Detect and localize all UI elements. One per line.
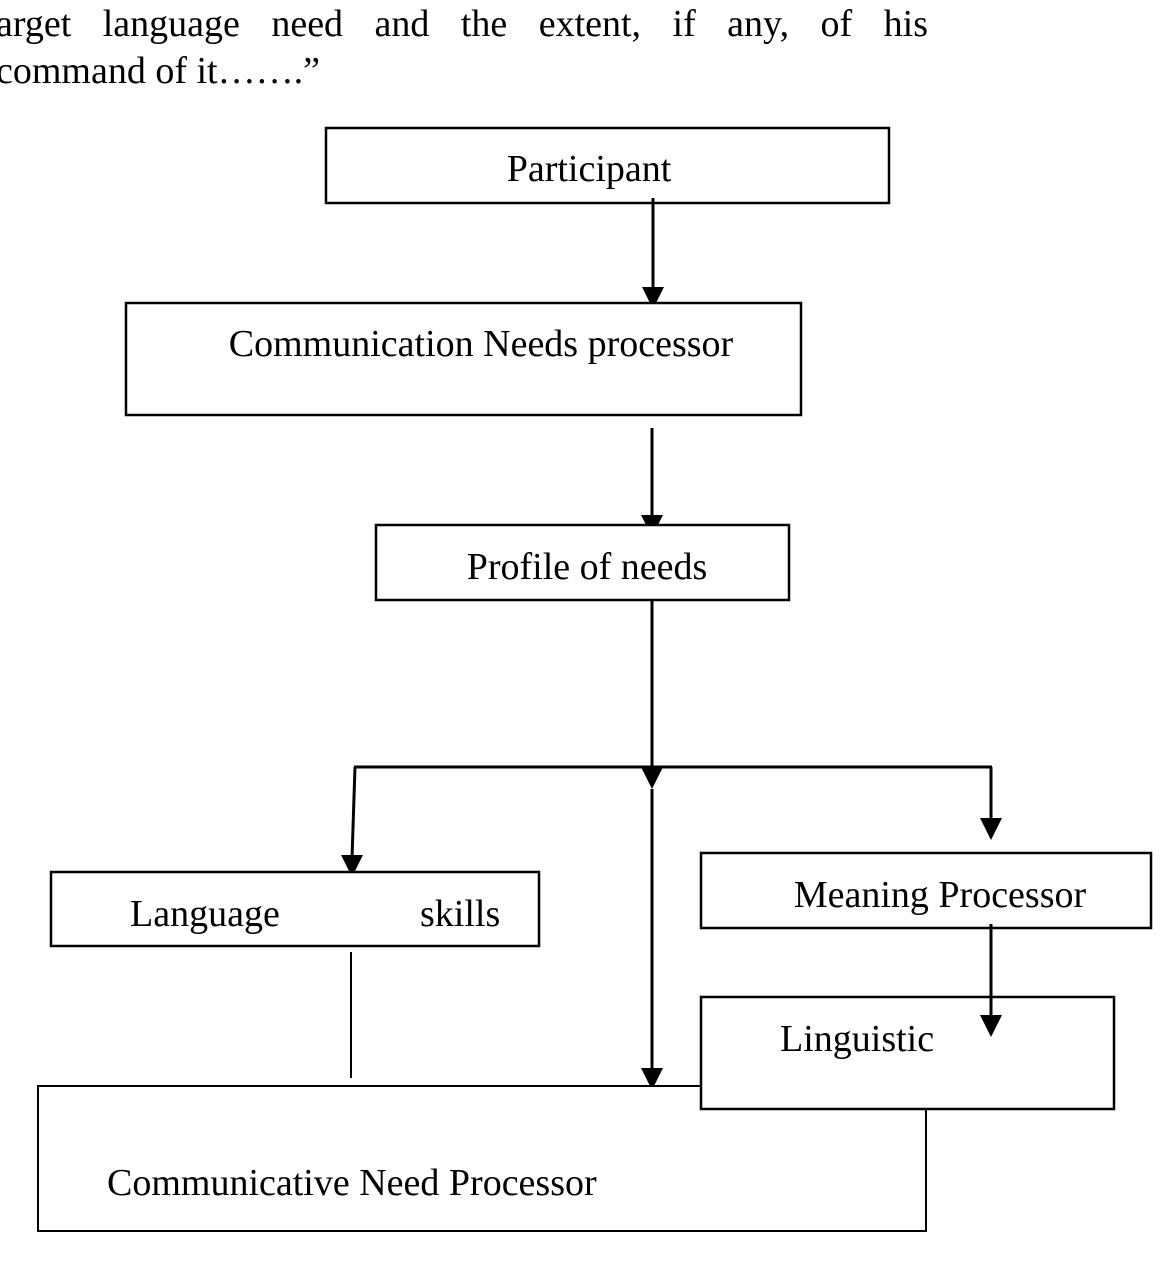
arrowhead-participant-to-cnp bbox=[642, 287, 664, 309]
arrowhead-branch-junction bbox=[641, 767, 663, 789]
communicative-need-processor-label: Communicative Need Processor bbox=[107, 1162, 597, 1204]
participant-label: Participant bbox=[507, 148, 672, 190]
communication-needs-processor-label: Communication Needs processor bbox=[229, 323, 734, 365]
linguistic-label: Linguistic bbox=[780, 1018, 934, 1060]
branch-to-language-skills bbox=[350, 766, 357, 859]
meaning-processor-box bbox=[699, 851, 1153, 930]
arrowhead-to-communicative-need-processor bbox=[641, 1068, 663, 1090]
language-skills-label-left: Language bbox=[130, 893, 280, 935]
language-skills-label-right: skills bbox=[420, 893, 500, 935]
arrowhead-to-meaning-processor bbox=[980, 818, 1002, 840]
communication-needs-processor-box bbox=[124, 301, 803, 417]
paragraph-line-1: arget language need and the extent, if a… bbox=[0, 3, 928, 45]
arrowhead-meaning-to-linguistic bbox=[980, 1015, 1002, 1037]
profile-of-needs-box bbox=[374, 523, 791, 602]
profile-of-needs-label: Profile of needs bbox=[467, 546, 708, 588]
participant-box bbox=[324, 126, 891, 205]
paragraph-line-2: command of it…….” bbox=[0, 50, 320, 92]
meaning-processor-label: Meaning Processor bbox=[794, 874, 1087, 916]
arrowhead-to-language-skills bbox=[341, 855, 363, 877]
language-skills-box bbox=[49, 870, 541, 948]
linguistic-box bbox=[699, 995, 1116, 1111]
